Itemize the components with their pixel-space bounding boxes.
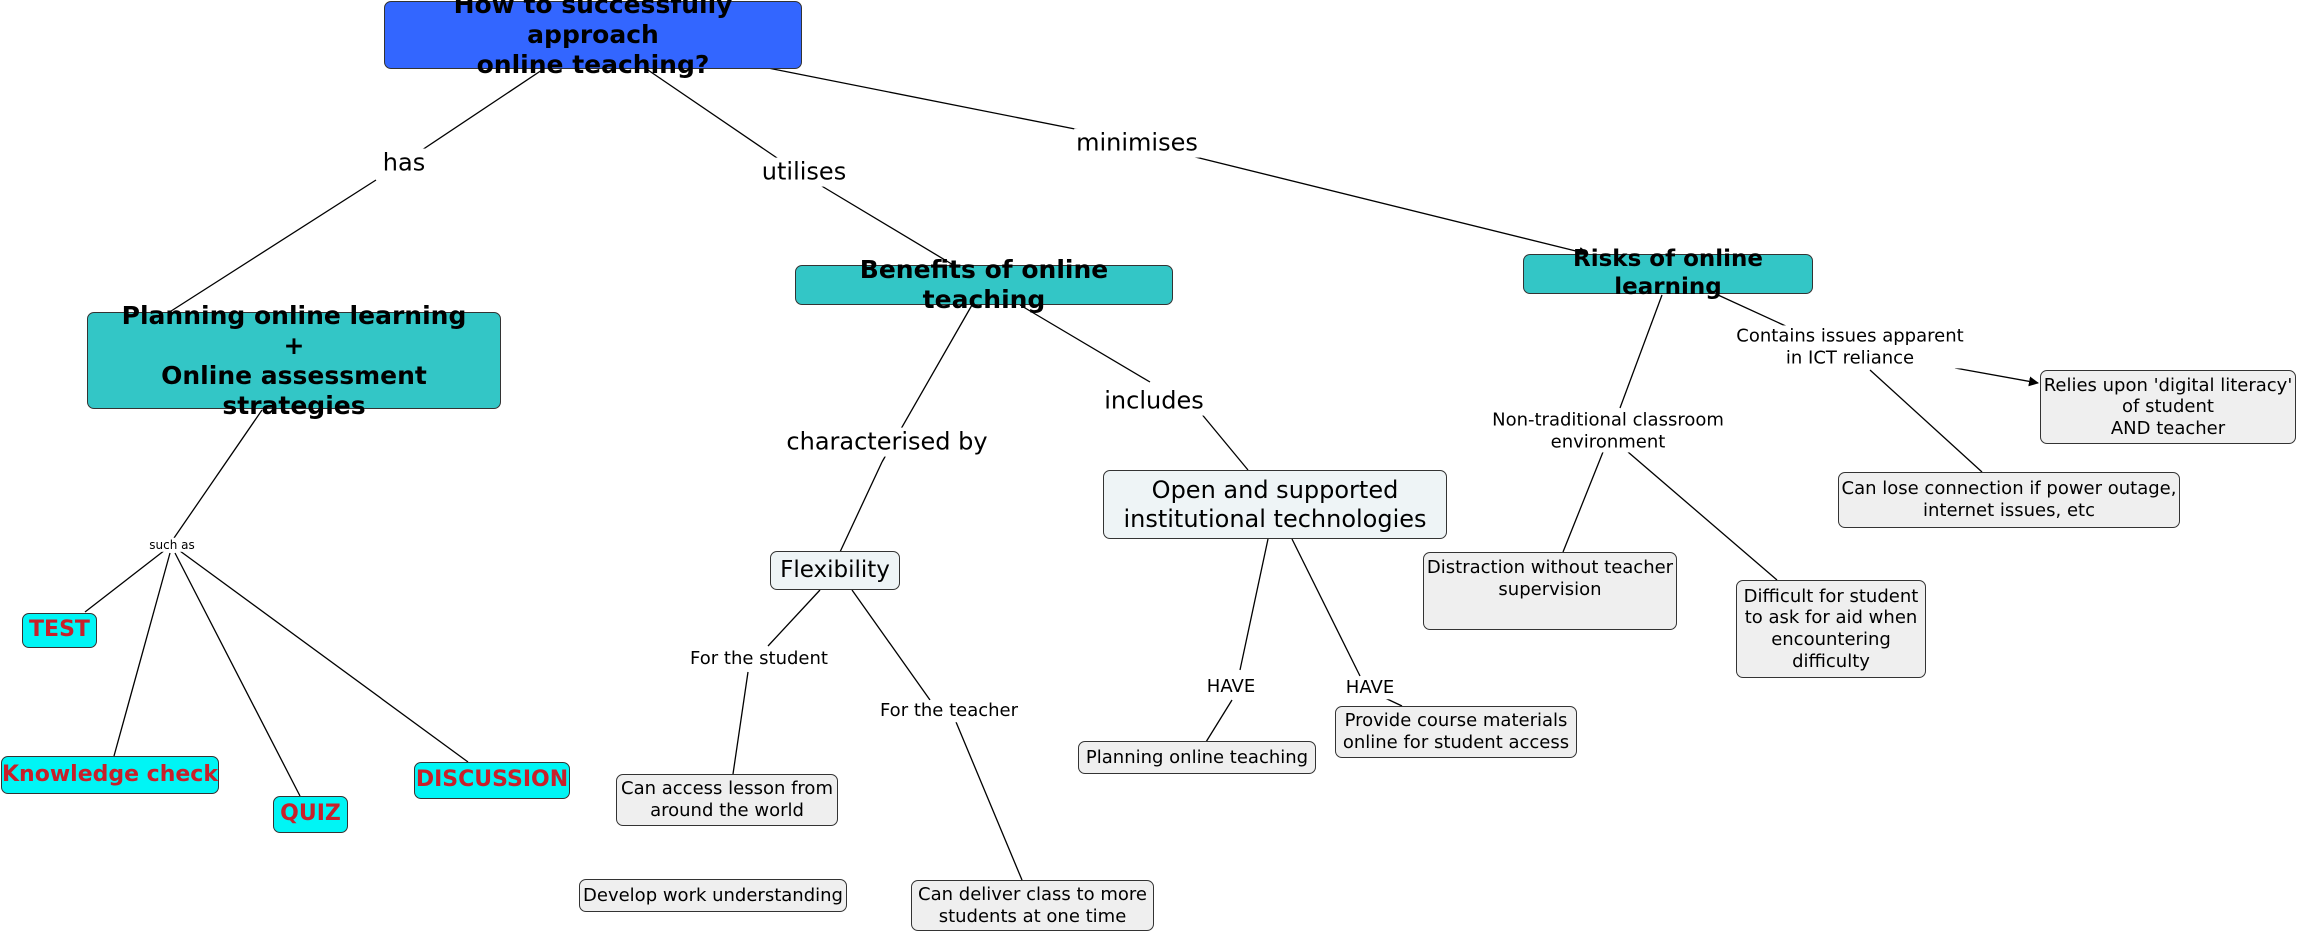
line-includes-opentech <box>1199 411 1249 471</box>
line-forteacher-deliver <box>955 721 1023 881</box>
link-non-traditional: Non-traditional classroom environment <box>1490 409 1726 453</box>
line-risks-nontrad <box>1619 294 1663 409</box>
line-suchas-quiz <box>174 552 301 797</box>
link-for-the-student: For the student <box>688 648 830 670</box>
provide-materials-node[interactable]: Provide course materials online for stud… <box>1335 706 1577 758</box>
line-main-utilises <box>644 67 781 161</box>
open-tech-node[interactable]: Open and supported institutional technol… <box>1103 470 1447 539</box>
distraction-node[interactable]: Distraction without teacher supervision <box>1423 552 1677 630</box>
flexibility-node[interactable]: Flexibility <box>770 551 900 590</box>
line-benefits-includes <box>1019 304 1151 383</box>
line-suchas-test <box>84 549 166 613</box>
planning-node[interactable]: Planning online learning + Online assess… <box>87 301 501 420</box>
link-for-the-teacher: For the teacher <box>877 700 1021 722</box>
lose-connection-node[interactable]: Can lose connection if power outage, int… <box>1838 472 2180 528</box>
knowledge-check-node[interactable]: Knowledge check <box>1 756 219 794</box>
discussion-node[interactable]: DISCUSSION <box>414 762 570 799</box>
line-planning-suchas <box>173 409 263 539</box>
line-has-planning <box>167 179 377 314</box>
line-contains-lose <box>1869 369 1983 473</box>
link-minimises: minimises <box>1074 128 1200 158</box>
develop-work-node[interactable]: Develop work understanding <box>579 879 847 912</box>
quiz-node[interactable]: QUIZ <box>273 796 348 833</box>
difficult-aid-node[interactable]: Difficult for student to ask for aid whe… <box>1736 580 1926 678</box>
line-main-has <box>403 67 546 163</box>
link-utilises: utilises <box>759 157 849 187</box>
link-has: has <box>380 148 428 178</box>
line-contains-digital <box>1954 367 2039 387</box>
link-have-2: HAVE <box>1343 677 1397 699</box>
link-includes: includes <box>1102 386 1206 416</box>
link-such-as: such as <box>147 537 197 553</box>
line-minimises-risks <box>1174 151 1589 257</box>
main-topic-node[interactable]: How to successfully approach online teac… <box>384 0 802 79</box>
link-contains-issues: Contains issues apparent in ICT reliance <box>1734 325 1966 369</box>
link-characterised-by: characterised by <box>784 427 990 457</box>
line-forstudent-access <box>732 671 749 775</box>
test-node[interactable]: TEST <box>22 613 97 648</box>
digital-literacy-node[interactable]: Relies upon 'digital literacy' of studen… <box>2040 370 2296 444</box>
line-characterised-flexibility <box>839 461 883 553</box>
planning-online-node[interactable]: Planning online teaching <box>1078 741 1316 774</box>
link-have-1: HAVE <box>1204 676 1258 698</box>
line-suchas-discussion <box>179 550 469 763</box>
line-flex-forteacher <box>851 589 931 701</box>
line-opentech-have1 <box>1239 538 1269 671</box>
benefits-node[interactable]: Benefits of online teaching <box>795 255 1173 314</box>
line-utilises-benefits <box>819 184 956 267</box>
line-opentech-have2 <box>1291 538 1361 677</box>
access-world-node[interactable]: Can access lesson from around the world <box>616 774 838 826</box>
line-have2-provide <box>1384 697 1403 707</box>
line-risks-contains <box>1717 294 1791 329</box>
line-flex-forstudent <box>767 589 821 647</box>
line-suchas-knowledge <box>113 552 171 757</box>
line-main-minimises <box>767 67 1081 131</box>
line-have1-planning <box>1205 699 1233 743</box>
deliver-class-node[interactable]: Can deliver class to more students at on… <box>911 880 1154 931</box>
risks-node[interactable]: Risks of online learning <box>1523 246 1813 300</box>
line-nontrad-difficult <box>1627 451 1778 581</box>
line-nontrad-distraction <box>1562 446 1606 553</box>
